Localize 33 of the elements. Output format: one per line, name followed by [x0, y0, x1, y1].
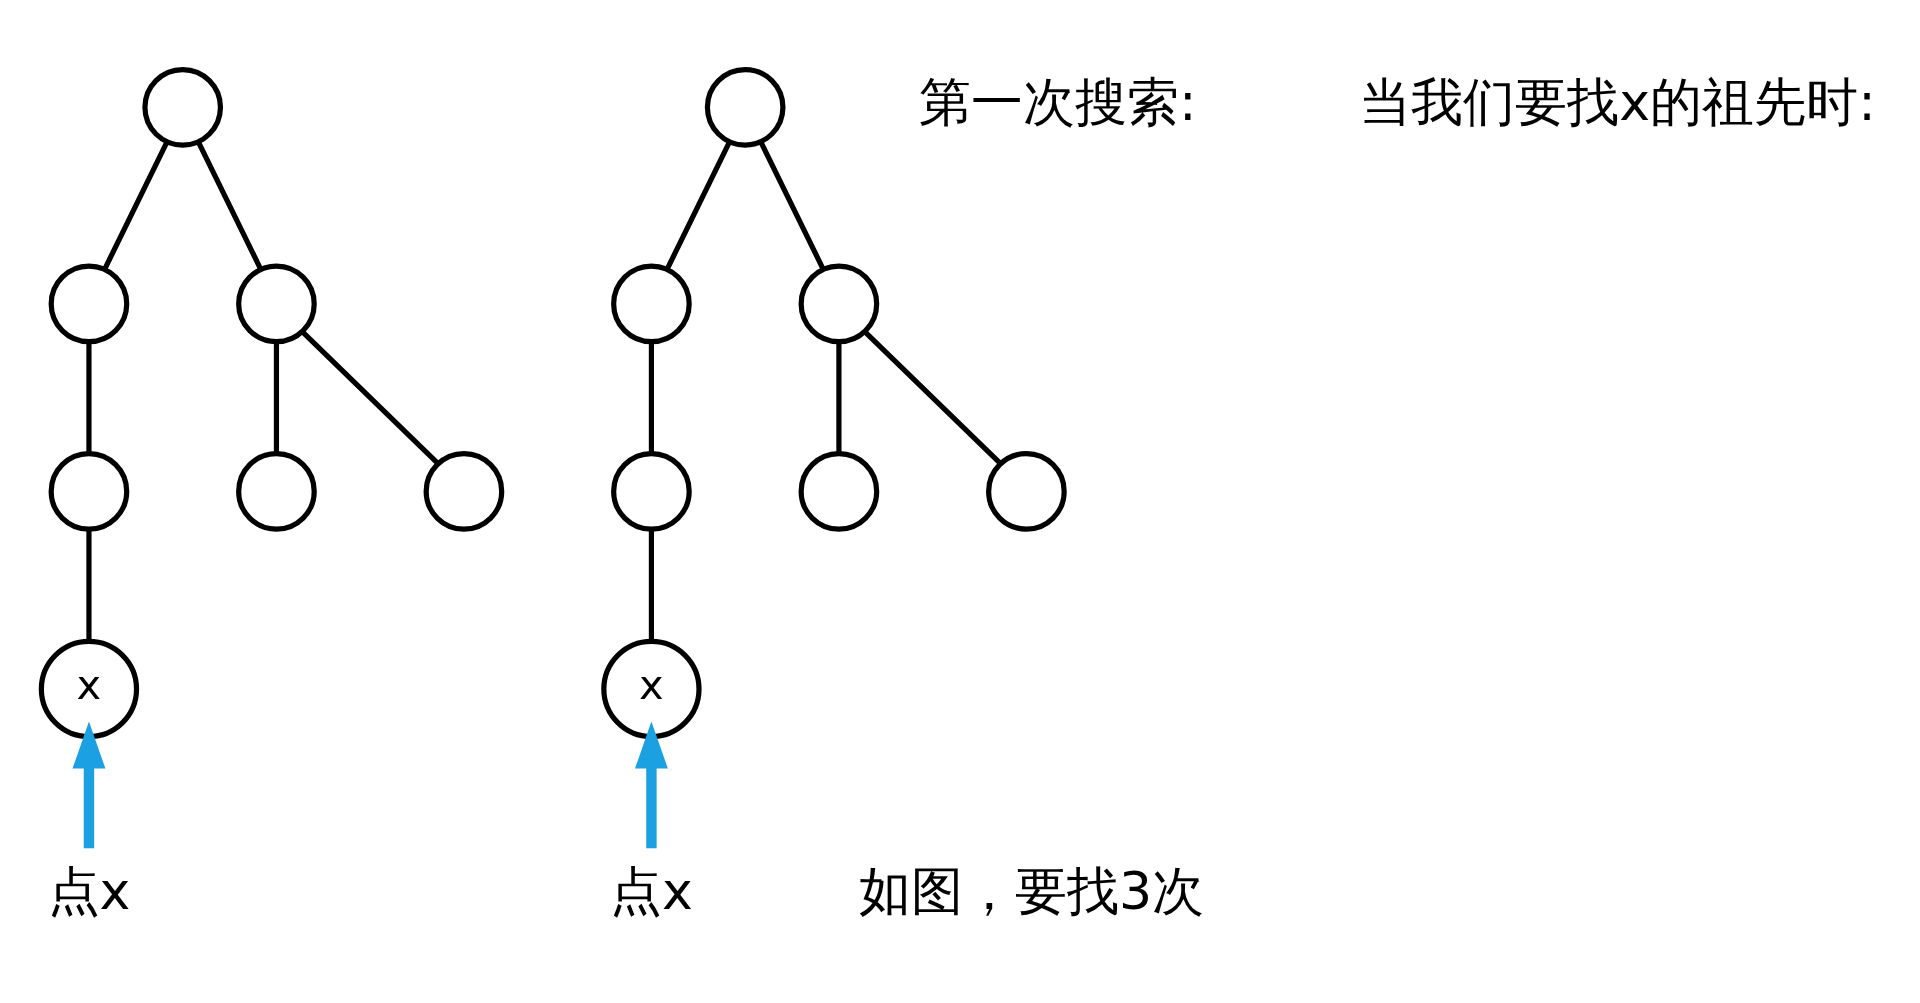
- label: 当我们要找x的祖先时:: [1359, 72, 1876, 133]
- node-circle: [236, 263, 317, 345]
- connector: [664, 141, 732, 271]
- node-text: 点x: [47, 860, 131, 921]
- node-circle: [423, 451, 505, 532]
- connector: [86, 342, 92, 453]
- node-circle: [798, 451, 880, 532]
- connector: [863, 329, 1003, 466]
- node-circle: x: [601, 638, 702, 740]
- connector: [300, 329, 440, 466]
- node-circle: [48, 263, 130, 345]
- connector: [648, 529, 655, 641]
- connector: [196, 141, 264, 271]
- node-circle: [704, 66, 786, 148]
- node-circle: x: [38, 638, 140, 740]
- node-circle: [236, 451, 317, 532]
- connector: [102, 141, 170, 271]
- connector: [648, 342, 655, 453]
- connector: [836, 342, 842, 453]
- label: 如图，要找3次: [859, 860, 1205, 921]
- label: 第一次搜索:: [918, 72, 1197, 133]
- node-circle: [611, 451, 692, 532]
- node-circle: [986, 451, 1067, 532]
- node-circle: [48, 451, 130, 532]
- connector: [86, 529, 92, 641]
- arrow: [634, 721, 668, 849]
- node-circle: [798, 263, 880, 345]
- node-circle: [611, 263, 692, 345]
- arrow: [72, 721, 106, 849]
- connector: [273, 342, 280, 453]
- connector: [758, 141, 826, 271]
- node-circle: [142, 66, 224, 148]
- node-text: 点x: [610, 860, 693, 921]
